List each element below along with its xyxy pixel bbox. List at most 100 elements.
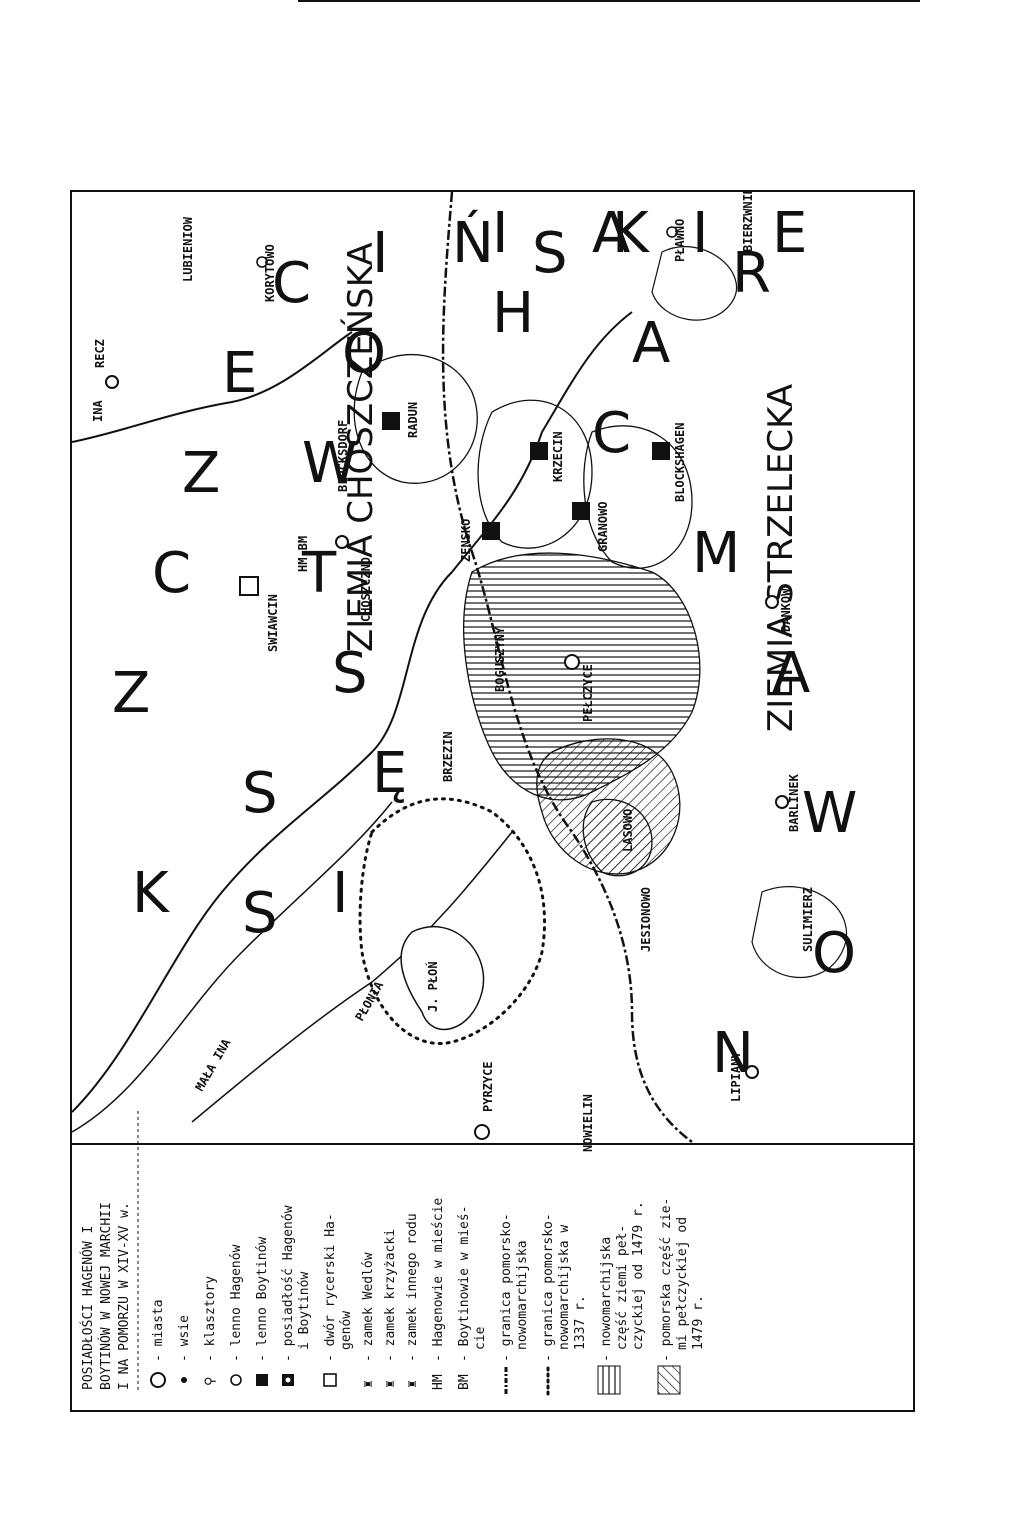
svg-text:- wsie: - wsie (177, 1315, 192, 1362)
place-recz: RECZ (93, 339, 119, 389)
place-hm-bm: HM,BM (296, 536, 310, 572)
river-north (72, 331, 353, 443)
svg-text:czyckiej od 1479 r.: czyckiej od 1479 r. (631, 1201, 646, 1350)
svg-text:- nowomarchijska: - nowomarchijska (599, 1237, 614, 1362)
svg-text:C: C (592, 401, 631, 466)
svg-text:BLOCKSHAGEN: BLOCKSHAGEN (673, 423, 687, 502)
legend-title-3: I NA POMORZU W XIV-XV w. (117, 1202, 132, 1390)
svg-text:Z: Z (112, 661, 150, 726)
svg-text:BM: BM (457, 1374, 472, 1390)
svg-text:E: E (772, 201, 807, 266)
legend-item-dwor: - dwór rycerski Ha-genów (323, 1213, 354, 1387)
river-plonia (191, 831, 513, 1123)
svg-text:1337 r.: 1337 r. (573, 1295, 588, 1350)
svg-text:A: A (632, 311, 670, 376)
svg-text:I: I (692, 201, 709, 266)
svg-text:BLOCKSDORF: BLOCKSDORF (336, 420, 350, 492)
legend-title-1: POSIADŁOŚCI HAGENÓW I (80, 1226, 96, 1390)
place-pelczyce: PEŁCZYCE (564, 654, 595, 722)
place-plawno: PŁAWNO (666, 219, 687, 262)
region-ziemia-strzelecka: ZIEMIA STRZELECKA (761, 384, 801, 732)
svg-text:LIPIANY: LIPIANY (729, 1051, 743, 1102)
svg-text:M: M (692, 521, 740, 586)
svg-text:W: W (802, 781, 857, 846)
svg-text:BIERZWNIK: BIERZWNIK (741, 192, 755, 252)
svg-text:- zamek Wedlów: - zamek Wedlów (361, 1252, 376, 1362)
place-pyrzyce: PYRZYCE (474, 1061, 495, 1140)
river-ina (72, 311, 633, 1113)
svg-text:R: R (732, 241, 771, 306)
svg-text:PŁAWNO: PŁAWNO (673, 219, 687, 262)
place-bierzwnik: BIERZWNIK (741, 192, 755, 252)
svg-text:- miasta: - miasta (151, 1299, 166, 1362)
map-frame (70, 190, 915, 1412)
svg-text:mi pełczyckiej od: mi pełczyckiej od (675, 1217, 690, 1350)
zamek-wedlow-icon: ♜ (361, 1380, 376, 1388)
legend-item-bm: BM- Boytinowie w mieś-cie (457, 1205, 488, 1390)
border-1479 (441, 192, 693, 1143)
svg-text:LUBIENIOW: LUBIENIOW (181, 216, 195, 282)
legend-item-klasztory: ⚲ - klasztory (203, 1276, 218, 1386)
lenno-boytinow-icon (256, 1374, 268, 1386)
svg-text:RADUN: RADUN (406, 402, 420, 438)
legend-item-zamek-krzyzacki: ♜- zamek krzyżacki (383, 1229, 398, 1388)
svg-text:C: C (152, 541, 191, 606)
region-nowa-marchia: N O W A M A R C H I A (492, 201, 857, 1086)
svg-text:BRZEZIN: BRZEZIN (441, 731, 455, 782)
svg-text:A: A (592, 201, 630, 266)
estate-radun (353, 353, 478, 484)
svg-text:S: S (332, 641, 368, 706)
place-radun: RADUN (382, 402, 420, 438)
svg-text:E: E (222, 341, 257, 406)
svg-text:H: H (492, 281, 534, 346)
svg-text:- granica pomorsko-: - granica pomorsko- (541, 1213, 556, 1362)
place-brzezin: BRZEZIN (441, 731, 455, 782)
svg-text:GRANOWO: GRANOWO (596, 501, 610, 552)
place-blocksdorf: BLOCKSDORF (336, 420, 350, 492)
place-dankow: DANKOW (765, 588, 793, 632)
legend-item-hm: HM - Hagenowie w mieście (431, 1197, 446, 1390)
place-granowo: GRANOWO (572, 501, 610, 552)
wsie-icon (181, 1377, 187, 1383)
legend-item-lenno-hagenow: - lenno Hagenów (229, 1244, 244, 1386)
river-label-plonia: PŁONIA (352, 978, 386, 1023)
place-lasowo: LASOWO (621, 809, 635, 852)
lake-plon (400, 925, 485, 1031)
historical-map: K S I Ę S T W O S Z C Z E C I Ń S K I E … (72, 192, 913, 1396)
svg-text:HM,BM: HM,BM (296, 536, 310, 572)
svg-text:nowomarchijska w: nowomarchijska w (557, 1225, 572, 1350)
klasztory-icon: ⚲ (203, 1376, 218, 1386)
svg-text:SULIMIERZ: SULIMIERZ (801, 887, 815, 952)
hatch-1-icon (597, 1365, 621, 1395)
svg-text:- dwór rycerski Ha-: - dwór rycerski Ha- (323, 1213, 338, 1362)
legend: POSIADŁOŚCI HAGENÓW I BOYTINÓW W NOWEJ M… (80, 1110, 706, 1396)
hatch-2-icon (657, 1365, 681, 1395)
svg-text:i Boytinów: i Boytinów (297, 1272, 312, 1350)
svg-text:LASOWO: LASOWO (621, 809, 635, 852)
svg-text:część ziemi peł-: część ziemi peł- (615, 1225, 630, 1350)
place-barlinek: BARLINEK (775, 773, 801, 832)
svg-text:S: S (532, 221, 568, 286)
place-krzecin: KRZECIN (530, 431, 565, 482)
svg-text:BOGUSZYNY: BOGUSZYNY (493, 626, 507, 692)
river-label-mala-ina: MAŁA INA (192, 1036, 233, 1094)
zamek-krzyzacki-icon: ♜ (383, 1380, 398, 1388)
svg-text:- Hagenowie w mieście: - Hagenowie w mieście (431, 1197, 446, 1362)
svg-text:K: K (132, 861, 170, 926)
svg-text:KRZECIN: KRZECIN (551, 431, 565, 482)
legend-item-zamek-innego: ♜- zamek innego rodu (405, 1213, 420, 1388)
lake-east (651, 246, 738, 321)
place-boguszyny: BOGUSZYNY (493, 626, 507, 692)
legend-item-granica-1: - granica pomorsko-nowomarchijska (499, 1213, 530, 1394)
miasta-icon (150, 1372, 166, 1388)
svg-text:- klasztory: - klasztory (203, 1276, 218, 1362)
svg-text:- granica pomorsko-: - granica pomorsko- (499, 1213, 514, 1362)
border-1337 (358, 797, 547, 1045)
svg-text:HM: HM (431, 1374, 446, 1390)
svg-text:- pomorska część zie-: - pomorska część zie- (659, 1198, 674, 1362)
place-lipiany: LIPIANY (729, 1051, 759, 1102)
svg-text:Ę: Ę (372, 741, 407, 806)
